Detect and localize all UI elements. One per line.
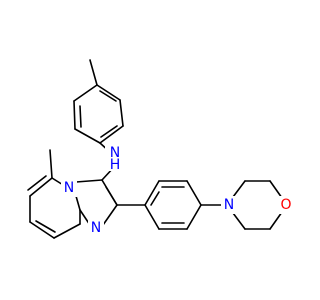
amine-n-label: N <box>110 145 120 161</box>
bond <box>74 128 101 144</box>
bond <box>79 105 82 128</box>
bond <box>75 179 103 183</box>
bond <box>119 99 124 127</box>
bond <box>100 125 118 138</box>
phenylene-ring <box>116 180 223 230</box>
bond <box>49 149 53 179</box>
bond <box>73 84 98 102</box>
bond <box>35 220 56 233</box>
tolyl-ring <box>73 59 124 154</box>
bond <box>105 186 118 206</box>
bond <box>53 223 81 239</box>
bond <box>29 221 55 239</box>
amine-h-label: H <box>110 157 121 173</box>
bond <box>96 84 121 101</box>
morpholine-n-label: N <box>224 197 234 213</box>
bond <box>150 191 160 206</box>
bond <box>73 100 76 130</box>
bond <box>269 211 283 230</box>
molecule-drawing: N H N N N O <box>27 59 294 239</box>
structure-canvas: N H N N N O <box>27 59 294 239</box>
bond <box>29 177 53 197</box>
bridgehead-n-label: N <box>64 180 74 196</box>
bond <box>232 212 246 230</box>
bond <box>186 204 202 230</box>
morpholine-ring <box>232 180 283 230</box>
bond <box>232 180 246 198</box>
bond <box>89 59 98 86</box>
bond <box>144 180 160 206</box>
bond <box>186 180 202 206</box>
imine-n-label: N <box>91 220 101 236</box>
bond <box>27 175 47 191</box>
bond <box>269 180 283 199</box>
bond <box>99 90 117 102</box>
bond <box>75 195 81 211</box>
atom-labels: N H N N N O <box>61 145 294 237</box>
bond <box>144 204 160 230</box>
morpholine-o-label: O <box>280 197 291 213</box>
bond <box>99 125 124 144</box>
bond <box>102 204 118 226</box>
